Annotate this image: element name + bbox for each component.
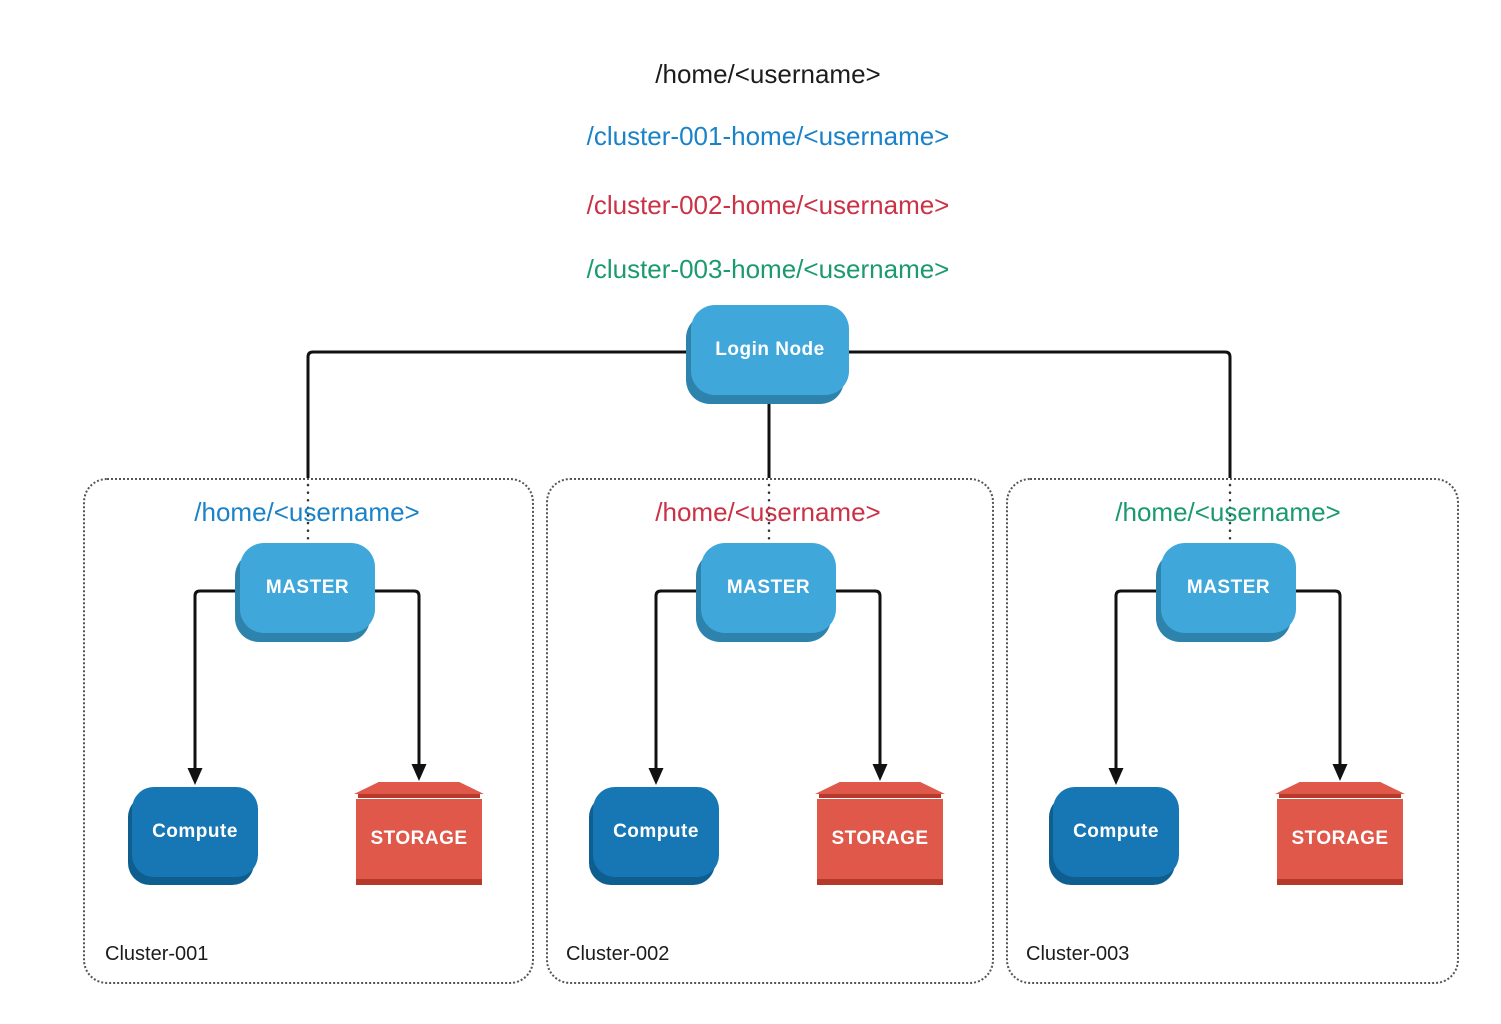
cluster-002-home-path: /home/<username> — [655, 497, 881, 527]
cluster-003-compute-node: Compute — [1053, 787, 1179, 877]
branch-c1-compute — [193, 589, 307, 768]
storage-label: STORAGE — [356, 799, 482, 879]
branch-c2-compute — [654, 589, 768, 768]
bus-line-left — [306, 350, 769, 478]
cluster-002-name: Cluster-002 — [566, 943, 670, 965]
storage-lid-edge — [819, 794, 941, 798]
arrowhead-c3-storage — [1332, 764, 1348, 781]
storage-label: STORAGE — [817, 799, 943, 879]
storage-lid — [1275, 782, 1405, 794]
storage-base — [817, 879, 943, 885]
arrowhead-c1-compute — [187, 768, 203, 785]
branch-c3-storage — [1228, 589, 1342, 764]
cluster-001-panel — [83, 478, 534, 984]
cluster-002-master-node: MASTER — [701, 543, 836, 633]
fs-path-cluster-001: /cluster-001-home/<username> — [586, 121, 950, 151]
storage-lid — [354, 782, 484, 794]
branch-c2-storage — [768, 589, 882, 764]
arrowhead-c1-storage — [411, 764, 427, 781]
cluster-003-master-node: MASTER — [1161, 543, 1296, 633]
arrowhead-c3-compute — [1108, 768, 1124, 785]
cluster-002-storage-node: STORAGE — [815, 782, 945, 885]
bus-line-right — [769, 350, 1232, 478]
storage-lid-edge — [1279, 794, 1401, 798]
storage-lid-edge — [358, 794, 480, 798]
cluster-001-name: Cluster-001 — [105, 943, 209, 965]
cluster-001-compute-node: Compute — [132, 787, 258, 877]
fs-path-home: /home/<username> — [655, 59, 881, 89]
fs-path-cluster-003: /cluster-003-home/<username> — [586, 254, 950, 284]
branch-c3-compute — [1114, 589, 1228, 768]
arrowhead-c2-storage — [872, 764, 888, 781]
arrowhead-c2-compute — [648, 768, 664, 785]
branch-c1-storage — [307, 589, 421, 764]
cluster-001-home-path: /home/<username> — [194, 497, 420, 527]
cluster-003-storage-node: STORAGE — [1275, 782, 1405, 885]
cluster-001-master-node: MASTER — [240, 543, 375, 633]
storage-base — [356, 879, 482, 885]
login-node: Login Node — [691, 305, 849, 395]
cluster-002-compute-node: Compute — [593, 787, 719, 877]
cluster-001-storage-node: STORAGE — [354, 782, 484, 885]
storage-base — [1277, 879, 1403, 885]
cluster-002-panel — [546, 478, 994, 984]
cluster-003-name: Cluster-003 — [1026, 943, 1130, 965]
storage-lid — [815, 782, 945, 794]
fs-path-cluster-002: /cluster-002-home/<username> — [586, 190, 950, 220]
cluster-003-home-path: /home/<username> — [1115, 497, 1341, 527]
storage-label: STORAGE — [1277, 799, 1403, 879]
cluster-003-panel — [1006, 478, 1459, 984]
